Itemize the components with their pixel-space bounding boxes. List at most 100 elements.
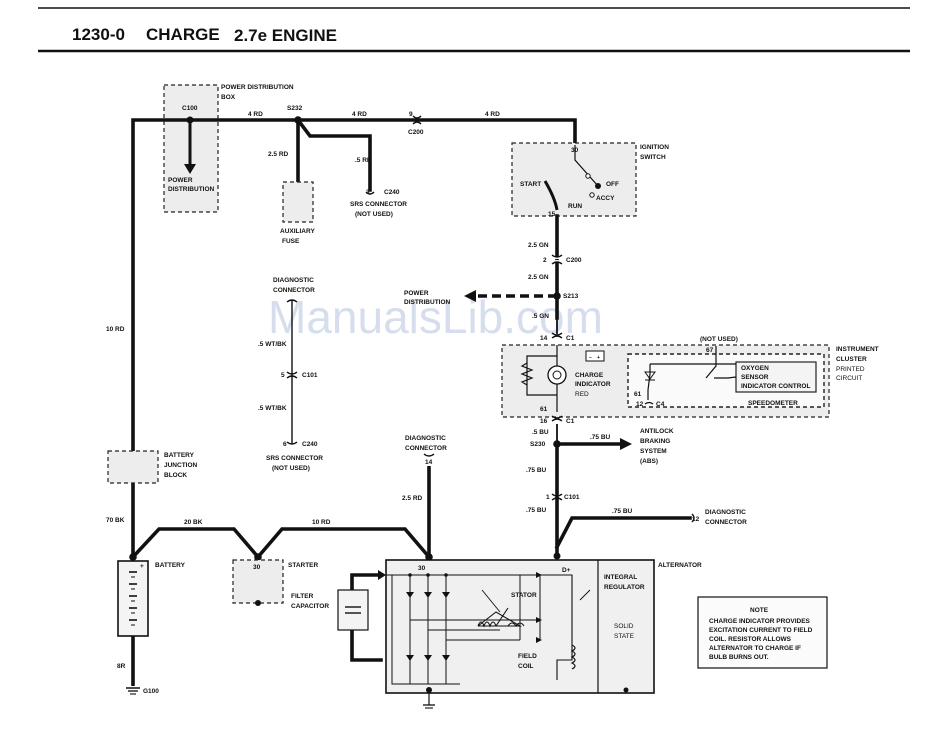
- starter-node: [254, 553, 262, 561]
- wire-25rd: 2.5 RD: [268, 151, 289, 158]
- c240-top-connector-icon: [365, 191, 375, 195]
- note-line-1: CHARGE INDICATOR PROVIDES: [709, 618, 811, 625]
- note-line-5: BULB BURNS OUT.: [709, 654, 769, 661]
- c200-mid-pin: 2: [543, 257, 547, 264]
- pdb-power-dist-2: DISTRIBUTION: [168, 186, 215, 193]
- c1-bottom-pin: 16: [540, 418, 548, 425]
- note-line-3: COIL. RESISTOR ALLOWS: [709, 636, 792, 643]
- starter-alternator-wire: [255, 527, 432, 560]
- srs-top-label-1: SRS CONNECTOR: [350, 201, 407, 208]
- wire-25rd-diag: 2.5 RD: [402, 495, 423, 502]
- battery-node: [129, 553, 137, 561]
- wire-075bu-a: .75 BU: [526, 467, 547, 474]
- stator-leader: [481, 589, 501, 613]
- abs-label-2: BRAKING: [640, 438, 670, 445]
- wire-10rd-starter: 10 RD: [312, 519, 331, 526]
- battery-plus-sign: +: [140, 563, 144, 570]
- charge-ind-2: INDICATOR: [575, 381, 611, 388]
- note-box: [697, 596, 828, 669]
- dplus-node: [553, 552, 561, 560]
- c1-pin-61: 61: [540, 406, 548, 413]
- battery-body: [117, 560, 149, 637]
- ign-accy: ACCY: [596, 195, 615, 202]
- starter-label: STARTER: [288, 562, 319, 569]
- aux-fuse-label-2: FUSE: [282, 238, 300, 245]
- diag-mid-label-1: DIAGNOSTIC: [405, 435, 446, 442]
- main-feed-wire: [131, 118, 577, 557]
- c1-top-pin: 14: [540, 335, 548, 342]
- wire-4rd-c: 4 RD: [485, 111, 500, 118]
- note-title: NOTE: [750, 607, 769, 614]
- wire-05wtbk-b: .5 WT/BK: [258, 405, 287, 412]
- wire-25gn-a: 2.5 GN: [528, 242, 549, 249]
- solid-state-2: STATE: [614, 633, 635, 640]
- c240-bottom-connector-icon: [286, 441, 298, 445]
- starter-pin-30: 30: [253, 564, 261, 571]
- cluster-resistor-loop: [526, 345, 558, 396]
- c100-node: [186, 116, 194, 124]
- diag-right-label-2: CONNECTOR: [705, 519, 747, 526]
- speedometer-label: SPEEDOMETER: [748, 400, 798, 407]
- srs-bottom-label-2: (NOT USED): [272, 465, 310, 472]
- spd-pin-61: 61: [634, 391, 642, 398]
- solid-state-1: SOLID: [614, 623, 634, 630]
- wire-4rd-b: 4 RD: [352, 111, 367, 118]
- cluster-label-1: INSTRUMENT: [836, 346, 879, 353]
- wire-20bk: 20 BK: [184, 519, 203, 526]
- diag-mid-connector-icon: [423, 453, 435, 457]
- battery-symbol-icon: [585, 350, 605, 362]
- charge-ind-1: CHARGE: [575, 372, 604, 379]
- wire-70bk: 70 BK: [106, 517, 125, 524]
- cluster-label-2: CLUSTER: [836, 356, 867, 363]
- abs-label-1: ANTILOCK: [640, 428, 674, 435]
- bjb-label-1: BATTERY: [164, 452, 195, 459]
- c200-top-connector-icon: [412, 115, 422, 125]
- alt-pin-30: 30: [418, 565, 426, 572]
- power-dist-arrow-icon: [464, 290, 476, 302]
- battery-symbol-minus: –: [589, 355, 592, 361]
- c200-top-label: C200: [408, 129, 424, 136]
- filter-cap-label-1: FILTER: [291, 593, 314, 600]
- ign-pin-15: 15: [548, 211, 556, 218]
- srs-bottom-label-1: SRS CONNECTOR: [266, 455, 323, 462]
- ign-rotor-arc: [543, 180, 559, 211]
- bridge-node-1: [408, 573, 412, 577]
- abs-arrow-icon: [620, 438, 632, 450]
- page-title: CHARGE: [146, 25, 220, 44]
- c1-bottom-connector-icon: [551, 415, 563, 422]
- power-dist-mid-2: DISTRIBUTION: [404, 299, 451, 306]
- charge-bulb-icon: [547, 365, 567, 385]
- bjb-label-2: JUNCTION: [164, 462, 198, 469]
- wire-05wtbk-a: .5 WT/BK: [258, 341, 287, 348]
- c1-top-label: C1: [566, 335, 575, 342]
- diag-left-label-1: DIAGNOSTIC: [273, 277, 314, 284]
- page-code: 1230-0: [72, 25, 125, 44]
- charge-ind-3: RED: [575, 391, 589, 398]
- alternator-b-node: [425, 553, 433, 561]
- o2-label-1: OXYGEN: [741, 365, 769, 372]
- bjb-label-3: BLOCK: [164, 472, 187, 479]
- alt-ground-icon: [423, 704, 435, 709]
- regulator-label-1: INTEGRAL: [604, 574, 637, 581]
- wire-4rd-a: 4 RD: [248, 111, 263, 118]
- filter-cap-label-2: CAPACITOR: [291, 603, 329, 610]
- diode-icons: [406, 572, 542, 661]
- diag-right-connector-icon: [691, 513, 695, 523]
- regulator-label-2: REGULATOR: [604, 584, 645, 591]
- filter-cap-arrow-icon: [378, 570, 386, 580]
- diag-right-wire: [554, 516, 692, 550]
- cluster-label-4: CIRCUIT: [836, 375, 862, 382]
- watermark-text: ManualsLib.com: [268, 291, 603, 343]
- c4-label: C4: [656, 401, 665, 408]
- c200-mid-label: C200: [566, 257, 582, 264]
- note-line-4: ALTERNATOR TO CHARGE IF: [709, 645, 801, 652]
- alt-pin-dplus: D+: [562, 567, 571, 574]
- srs-top-label-2: (NOT USED): [355, 211, 393, 218]
- field-coil-leads: [556, 574, 573, 680]
- field-coil-label-1: FIELD: [518, 653, 537, 660]
- auxiliary-fuse-box: [282, 181, 314, 223]
- c200-mid-gap: [551, 255, 563, 264]
- starter-box: [232, 559, 284, 604]
- diag-mid-pin: 14: [425, 459, 433, 466]
- diag-left-connector-icon: [286, 299, 298, 303]
